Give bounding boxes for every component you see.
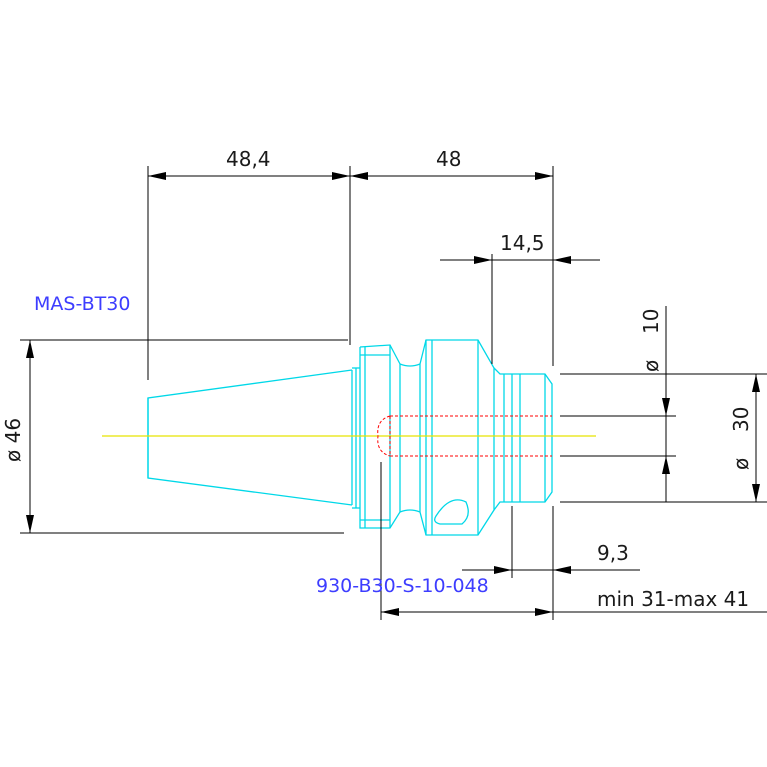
dim-bore-depth: 9,3 bbox=[597, 541, 629, 565]
dim-taper-length: 48,4 bbox=[226, 147, 271, 171]
dim-clamping-range: min 31-max 41 bbox=[597, 587, 749, 611]
hidden-bore bbox=[377, 415, 552, 457]
nose bbox=[493, 367, 553, 511]
label-part-number: 930-B30-S-10-048 bbox=[316, 575, 489, 597]
dim-nose-diameter-symbol: ø bbox=[729, 458, 753, 470]
dim-nose-length: 14,5 bbox=[500, 231, 545, 255]
tool-holder-outline bbox=[147, 339, 553, 536]
taper-cone bbox=[147, 369, 353, 506]
main-body bbox=[419, 339, 495, 536]
dim-flange-diameter: ø 46 bbox=[1, 418, 25, 462]
dim-body-length: 48 bbox=[436, 147, 461, 171]
label-taper-standard: MAS-BT30 bbox=[34, 293, 130, 315]
clamp-slot bbox=[434, 499, 469, 525]
dim-nose-diameter-value: 30 bbox=[729, 407, 753, 432]
dim-bore-diameter-value: 10 bbox=[639, 309, 663, 334]
dim-bore-diameter-symbol: ø bbox=[639, 360, 663, 372]
dimension-lines bbox=[20, 166, 767, 620]
